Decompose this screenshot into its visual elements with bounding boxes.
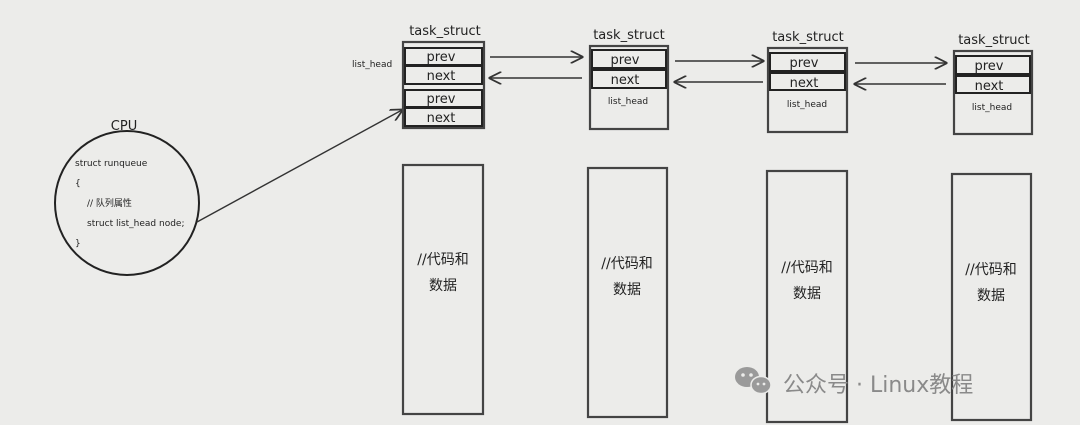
task-struct-node-3: task_struct prev next list_head //代码和 数据 [765,30,849,424]
node-3-prev-field [769,52,846,72]
node-1-prev-label: prev [426,50,455,65]
node-4-prev-label: prev [974,59,1003,74]
node-2-prev-field [591,49,667,69]
node-3-title: task_struct [772,30,844,45]
node-1-next-field [404,65,483,85]
node-4-header-box [952,49,1034,136]
wechat-icon [735,367,772,395]
node-1-body-line-1: //代码和 [417,252,468,268]
node-1-header-box [401,40,486,130]
node-3-body-box [765,169,849,424]
cpu-code-line-5: } [75,239,81,249]
node-2-body-line-2: 数据 [613,282,641,298]
node-4-body-box [950,172,1033,422]
node-1-title: task_struct [409,24,481,39]
node-2-header-box [588,44,670,131]
watermark: 公众号 · Linux教程 [735,367,973,398]
node-4-list-head-label: list_head [972,103,1012,113]
node-2-title: task_struct [593,28,665,43]
node-4-body-line-1: //代码和 [965,262,1016,278]
node-3-next-label: next [790,76,819,91]
node-3-header-box [766,46,849,134]
node-3-next-field [769,72,846,91]
watermark-text: 公众号 · Linux教程 [783,373,973,398]
node-1-body-box [401,163,485,416]
node-2-prev-label: prev [610,53,639,68]
task-struct-node-4: task_struct prev next list_head //代码和 数据 [950,33,1034,422]
node-3-body-line-2: 数据 [793,286,821,302]
node-3-list-head-label: list_head [787,100,827,110]
cpu-code-line-2: { [75,179,81,189]
node-2-list-head-label: list_head [608,97,648,107]
node-2-body-box [586,166,669,419]
node-4-next-label: next [975,79,1004,94]
node-1-body-line-2: 数据 [429,278,457,294]
cpu-to-node-arrow [196,110,402,223]
cpu-code-line-1: struct runqueue [75,159,148,169]
node-4-title: task_struct [958,33,1030,48]
node-4-body-line-2: 数据 [977,288,1005,304]
node-2-body-line-1: //代码和 [601,256,652,272]
node-3-body-line-1: //代码和 [781,260,832,276]
cpu-circle [54,130,200,276]
node-1-next-label: next [427,69,456,84]
node-1-prev-label-2: prev [426,92,455,107]
node-2-next-label: next [611,73,640,88]
node-4-next-field [955,75,1031,94]
node-2-next-field [591,69,667,89]
node-1-list-head-label: list_head [352,60,392,70]
node-3-prev-label: prev [789,56,818,71]
cpu-runqueue: CPU struct runqueue { // 队列属性 struct lis… [54,119,200,276]
cpu-code-line-4: struct list_head node; [87,219,185,229]
node-1-next-field-2 [404,107,483,127]
task-struct-node-1: task_struct list_head prev next prev nex… [352,24,486,416]
node-4-prev-field [955,55,1031,75]
task-struct-node-2: task_struct prev next list_head //代码和 数据 [586,28,670,419]
node-1-next-label-2: next [427,111,456,126]
cpu-code-line-3: // 队列属性 [87,197,132,209]
